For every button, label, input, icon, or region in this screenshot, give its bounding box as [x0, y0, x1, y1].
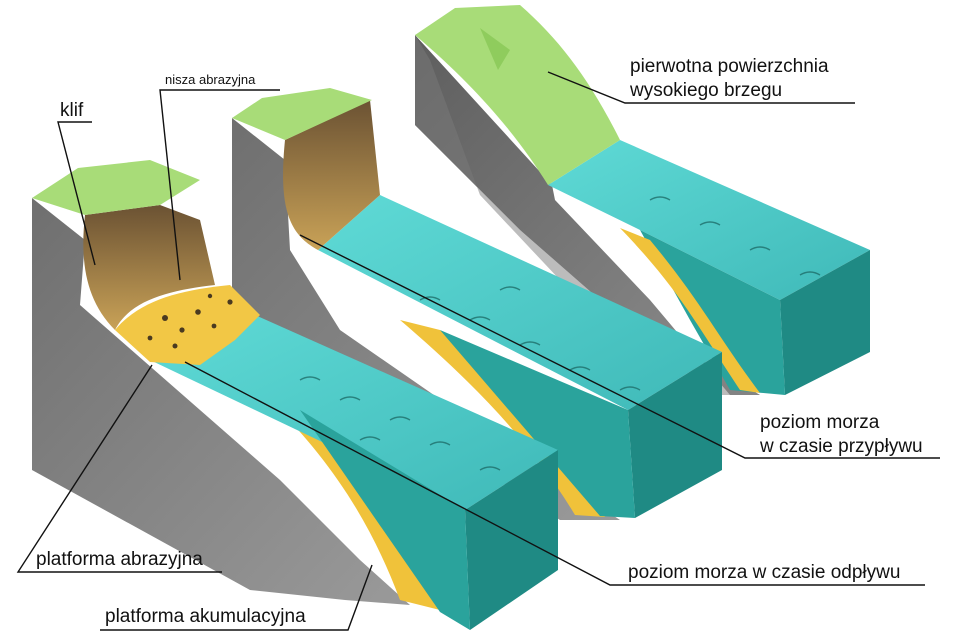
leader-lines: [16, 71, 940, 631]
label-klif: klif: [60, 100, 84, 121]
leader-pierwotna: [547, 71, 855, 104]
pebbles: [147, 293, 233, 349]
block-middle-sea-front: [440, 330, 635, 518]
block-front-sea-side: [465, 450, 558, 630]
block-front-abrasion-platform: [115, 285, 260, 365]
label-przyplyw-1: poziom morza: [760, 412, 880, 433]
wave-marks: [299, 196, 821, 471]
block-front-rock: [32, 198, 410, 605]
block-front: [32, 160, 558, 630]
block-middle-sea-side: [628, 352, 722, 518]
leader-odplyw: [184, 361, 925, 586]
label-pierwotna-2: wysokiego brzegu: [629, 80, 782, 101]
label-nisza: nisza abrazyjna: [165, 72, 256, 87]
label-abrazyjna: platforma abrazyjna: [36, 549, 203, 570]
block-middle-sea-top: [318, 195, 722, 410]
block-back-sea-top: [548, 140, 870, 300]
block-back-sea-front: [640, 230, 785, 395]
leader-nisza: [159, 89, 280, 281]
leader-akumulacyjna: [100, 564, 373, 631]
block-front-sea-front: [300, 410, 470, 630]
block-middle-rock: [232, 118, 620, 520]
label-pierwotna-1: pierwotna powierzchnia: [630, 56, 829, 77]
grass-detail: [480, 28, 510, 70]
leader-abrazyjna: [16, 364, 222, 573]
block-front-sand: [270, 400, 440, 610]
labels: klif nisza abrazyjna pierwotna powierzch…: [36, 56, 923, 627]
label-odplyw: poziom morza w czasie odpływu: [628, 562, 900, 583]
block-middle-grass: [232, 88, 372, 140]
block-front-cliff: [83, 205, 215, 330]
block-front-sea-top: [150, 315, 558, 510]
block-back-grass: [415, 5, 620, 185]
block-middle: [232, 88, 722, 520]
block-middle-cliff: [283, 100, 380, 250]
label-akumulacyjna: platforma akumulacyjna: [105, 606, 306, 627]
block-front-grass: [32, 160, 200, 215]
label-przyplyw-2: w czasie przypływu: [759, 436, 923, 457]
block-back-sea-side: [780, 250, 870, 395]
leader-klif: [57, 121, 96, 266]
block-back-sand: [620, 228, 760, 393]
leader-przyplyw: [299, 234, 940, 459]
block-back: [415, 5, 870, 395]
